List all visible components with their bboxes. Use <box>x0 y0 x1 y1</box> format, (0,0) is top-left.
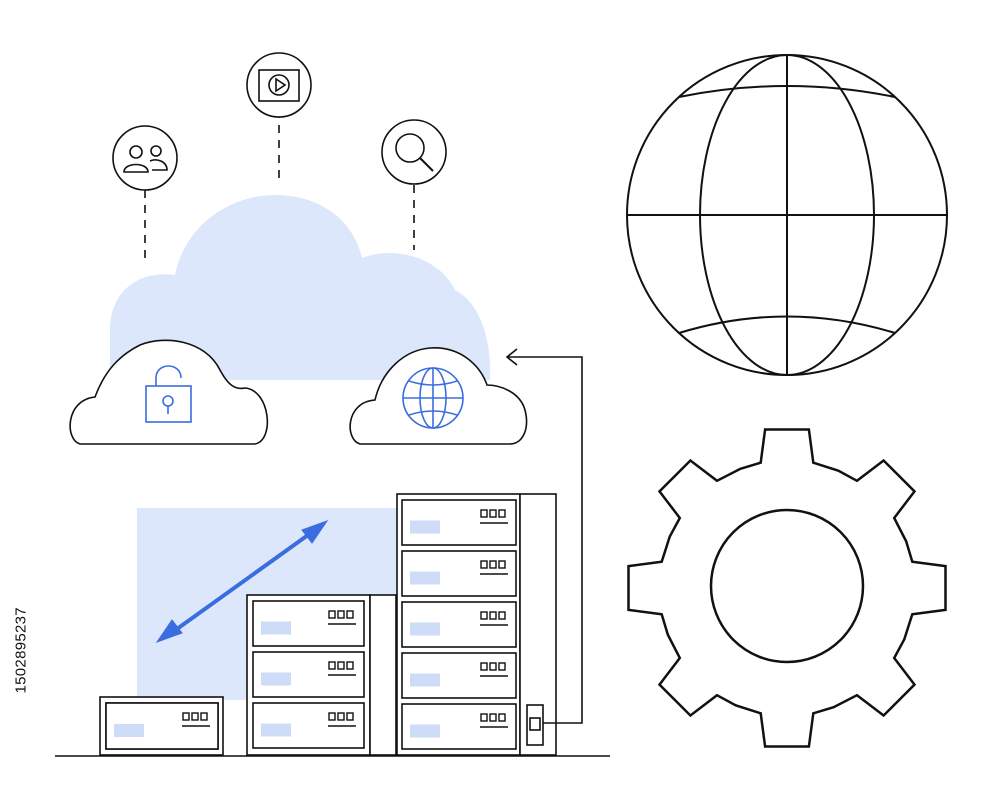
lock-cloud <box>69 339 269 445</box>
main-cloud <box>110 195 491 380</box>
server-unit <box>401 703 517 750</box>
users-icon <box>112 125 178 191</box>
rack-cloud-connector <box>505 348 583 746</box>
gear-icon <box>627 428 947 748</box>
server-unit <box>401 652 517 699</box>
server-unit <box>105 702 219 750</box>
search-icon <box>381 119 447 185</box>
dashed-connectors <box>144 110 415 262</box>
server-unit <box>401 601 517 648</box>
server-unit <box>401 499 517 546</box>
lock-icon <box>145 365 192 423</box>
server-unit <box>252 702 365 749</box>
globe-large-icon <box>626 54 948 376</box>
video-play-icon <box>246 52 312 118</box>
server-unit <box>252 651 365 698</box>
double-arrow-icon <box>155 520 329 643</box>
globe-cloud <box>349 347 528 445</box>
globe-small-icon <box>402 367 464 429</box>
server-unit <box>401 550 517 597</box>
stock-id-text: 1502895237 <box>12 607 30 694</box>
server-units <box>105 499 517 750</box>
server-unit <box>252 600 365 647</box>
